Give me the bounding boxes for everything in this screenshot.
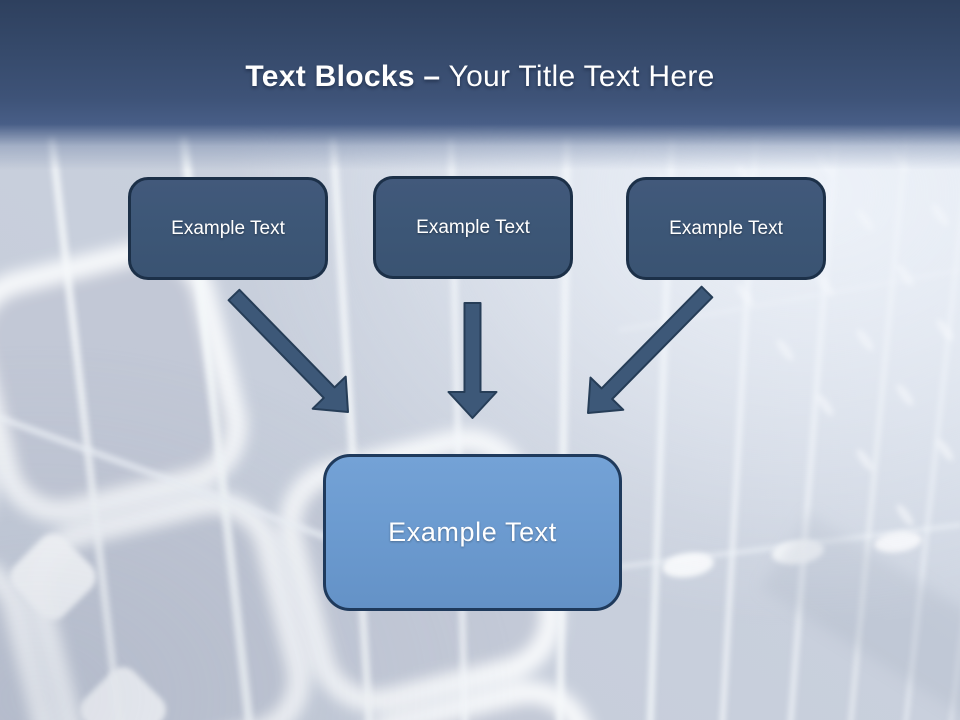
text-block-3[interactable]: Example Text xyxy=(626,177,826,280)
text-block-1[interactable]: Example Text xyxy=(128,177,328,280)
slide-title-bold: Text Blocks – xyxy=(245,60,441,93)
text-block-1-label: Example Text xyxy=(171,217,285,239)
text-block-2[interactable]: Example Text xyxy=(373,176,573,279)
title-bar xyxy=(0,0,960,170)
text-block-2-label: Example Text xyxy=(416,216,530,238)
slide-title[interactable]: Text Blocks – Your Title Text Here xyxy=(0,56,960,98)
text-block-3-label: Example Text xyxy=(669,217,783,239)
result-block-label: Example Text xyxy=(388,517,557,547)
slide-title-regular: Your Title Text Here xyxy=(448,60,715,93)
result-block[interactable]: Example Text xyxy=(323,454,622,611)
